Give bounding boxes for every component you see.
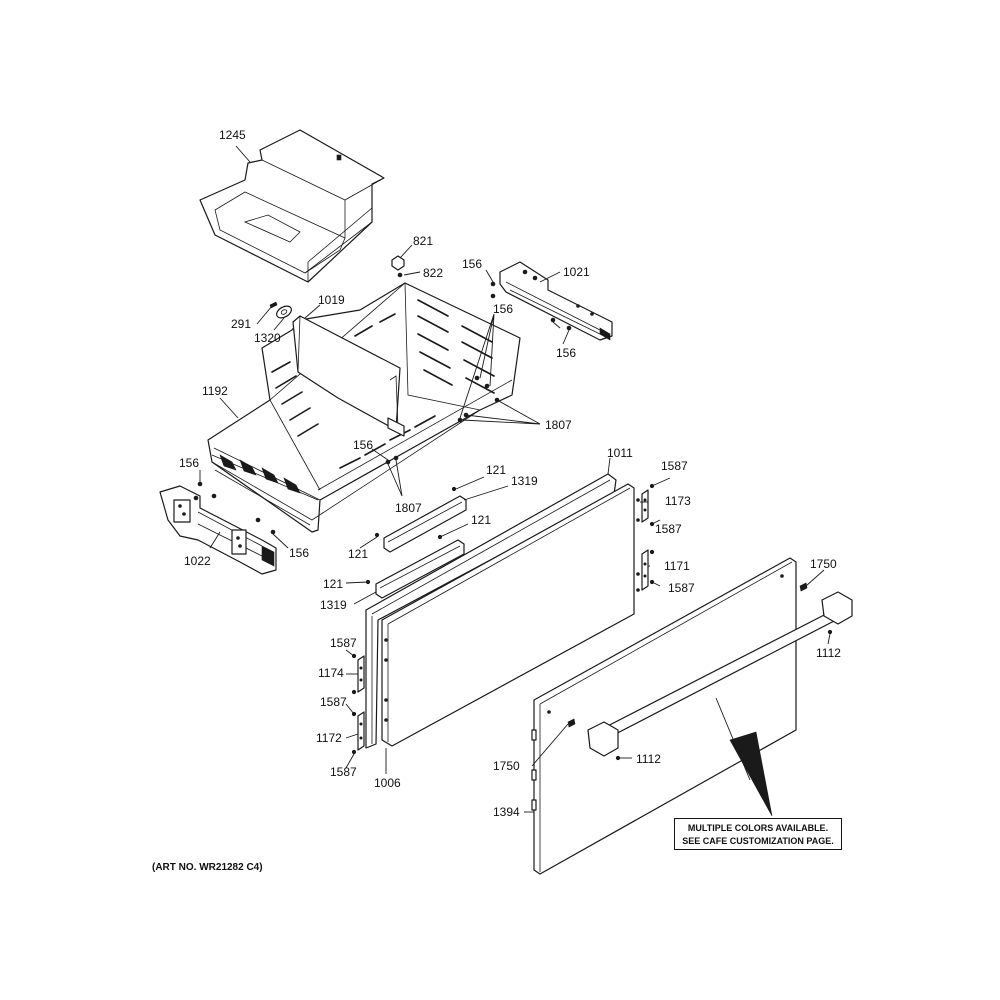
hinge-1171 [641,549,649,591]
label-1171: 1171 [664,559,690,573]
label-1019: 1019 [318,293,345,307]
label-121: 121 [323,577,344,591]
slide-1022 [159,485,277,575]
screws-1587-left [351,653,357,755]
label-1807: 1807 [395,501,422,515]
label-1245: 1245 [219,128,246,142]
rail-1319-lower [375,539,465,599]
label-1394: 1394 [493,805,520,819]
label-121: 121 [486,463,507,477]
label-822: 822 [423,266,444,280]
label-1587: 1587 [330,765,357,779]
door-panel-1394 [531,557,797,875]
divider-1019 [292,315,405,437]
hinge-1174 [357,655,365,693]
label-156: 156 [556,346,577,360]
screws-1587-right [649,483,655,585]
note-line-2: SEE CAFE CUSTOMIZATION PAGE. [682,836,834,846]
label-1006: 1006 [374,776,401,790]
label-1587: 1587 [320,695,347,709]
label-1174: 1174 [318,666,344,680]
inner-panel-1006 [381,483,640,747]
label-1172: 1172 [316,731,342,745]
label-1807: 1807 [545,418,572,432]
hinge-1172 [357,711,365,751]
label-156: 156 [462,257,483,271]
label-821: 821 [413,234,434,248]
label-291: 291 [231,317,252,331]
label-1320: 1320 [254,331,281,345]
label-1587: 1587 [668,581,695,595]
label-1011: 1011 [607,446,633,460]
note-line-1: MULTIPLE COLORS AVAILABLE. [687,823,829,833]
clip-821 [391,255,405,271]
label-1173: 1173 [665,494,691,508]
label-1021: 1021 [563,265,590,279]
slide-1021 [499,261,613,341]
label-1192: 1192 [202,384,228,398]
bin-1245 [199,129,385,283]
gasket-1320 [276,305,292,319]
handle-1112 [587,591,853,757]
label-1750: 1750 [493,759,520,773]
label-1587: 1587 [661,459,688,473]
label-1112: 1112 [816,646,841,660]
label-1022: 1022 [184,554,211,568]
label-121: 121 [348,547,369,561]
leader-lines [199,145,831,813]
label-156: 156 [179,456,200,470]
label-156: 156 [493,302,514,316]
note-pointer-arrow [715,697,773,817]
label-1319: 1319 [511,474,538,488]
label-156: 156 [353,438,374,452]
label-121: 121 [471,513,492,527]
label-156: 156 [289,546,310,560]
label-1587: 1587 [655,522,682,536]
art-number: (ART NO. WR21282 C4) [152,862,263,873]
hinge-1173 [641,489,649,523]
label-1750: 1750 [810,557,837,571]
label-1112: 1112 [636,752,661,766]
label-1587: 1587 [330,636,357,650]
screw-822 [397,272,403,278]
customization-note-box: MULTIPLE COLORS AVAILABLE. SEE CAFE CUST… [674,818,842,850]
label-1319: 1319 [320,598,347,612]
rail-1319-upper [383,495,467,553]
screws-1750 [567,582,833,761]
